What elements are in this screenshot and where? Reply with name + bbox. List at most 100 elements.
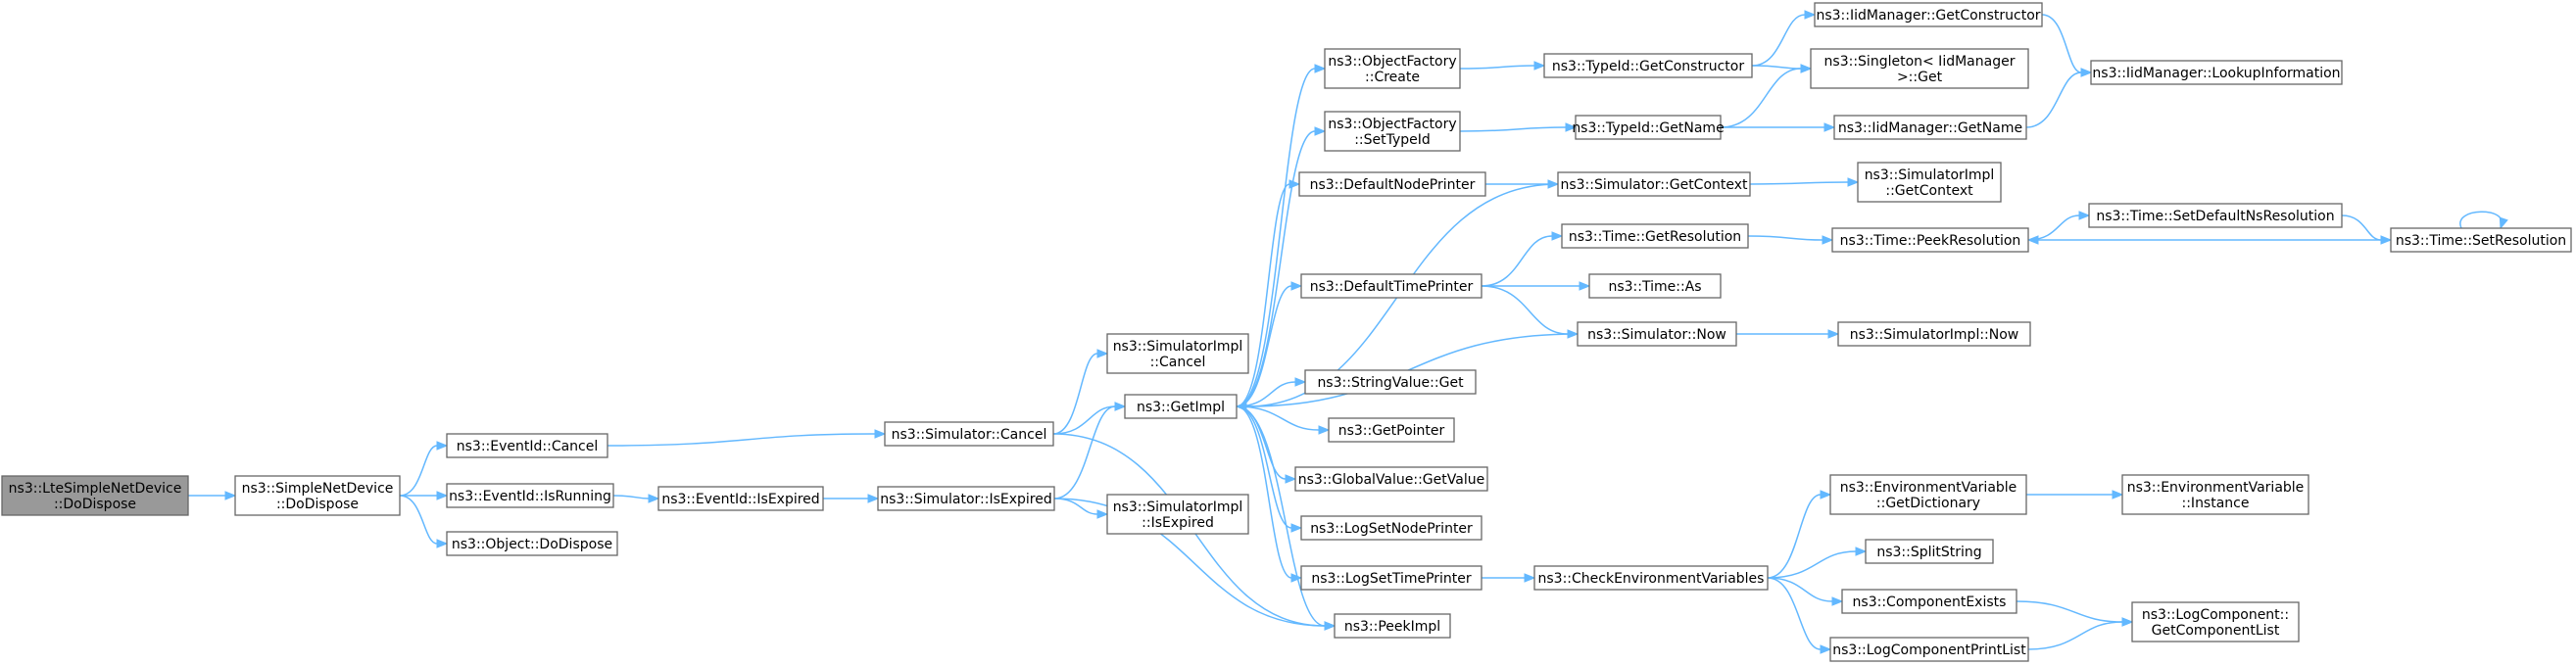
node-globalvalue-getvalue[interactable]: ns3::GlobalValue::GetValue	[1294, 466, 1488, 492]
node-label: ns3::Time::SetDefaultNsResolution	[2096, 209, 2334, 224]
node-object-dodispose[interactable]: ns3::Object::DoDispose	[446, 531, 618, 556]
node-iidmgr-getconstructor[interactable]: ns3::IidManager::GetConstructor	[1814, 2, 2043, 27]
edge-checkenvvars-to-logcomponentprintlist	[1767, 577, 1832, 654]
node-label: ns3::Time::GetResolution	[1569, 229, 1741, 245]
edge-defaulttimeprinter-to-sim-now	[1481, 285, 1580, 339]
edge-time-peekresolution-to-time-setdefaultnsres	[2027, 211, 2091, 241]
node-box	[2121, 474, 2309, 515]
node-box	[1334, 613, 1451, 639]
node-label: ::GetDictionary	[1876, 496, 1980, 511]
node-label: ::Cancel	[1150, 355, 1206, 370]
node-iidmgr-lookupinfo[interactable]: ns3::IidManager::LookupInformation	[2090, 60, 2343, 85]
node-sim-now[interactable]: ns3::Simulator::Now	[1577, 321, 1737, 347]
edge-checkenvvars-to-componentexists	[1767, 577, 1844, 606]
node-splitstring[interactable]: ns3::SplitString	[1865, 539, 1994, 564]
node-time-setdefaultnsres[interactable]: ns3::Time::SetDefaultNsResolution	[2088, 203, 2343, 228]
edge-checkenvvars-to-splitstring	[1767, 547, 1868, 579]
node-box	[2390, 227, 2572, 253]
node-box	[1829, 637, 2029, 662]
node-objfactory-settypeid[interactable]: ns3::ObjectFactory::SetTypeId	[1324, 111, 1461, 152]
node-box	[1857, 162, 2002, 203]
node-label: ns3::GetPointer	[1338, 423, 1445, 439]
edge-sim-cancel-to-simimpl-cancel	[1052, 349, 1109, 435]
node-label: ns3::TypeId::GetConstructor	[1552, 59, 1744, 74]
node-label: ns3::Singleton< IidManager	[1824, 54, 2016, 70]
edge-typeid-getconstructor-to-iidmgr-getconstructor	[1751, 10, 1817, 67]
node-label: ns3::IidManager::GetConstructor	[1816, 8, 2040, 24]
node-envvar-getdictionary[interactable]: ns3::EnvironmentVariable::GetDictionary	[1829, 474, 2027, 515]
node-label: ns3::SimulatorImpl	[1113, 500, 1243, 515]
node-label: ns3::EnvironmentVariable	[1840, 480, 2017, 496]
node-simimpl-getcontext[interactable]: ns3::SimulatorImpl::GetContext	[1857, 162, 2002, 203]
node-peekimpl[interactable]: ns3::PeekImpl	[1334, 613, 1451, 639]
node-label: ns3::Simulator::IsExpired	[880, 492, 1052, 507]
node-label: ns3::LogComponent::	[2142, 607, 2289, 623]
edge-defaulttimeprinter-to-time-as	[1482, 281, 1591, 291]
edge-typeid-getname-to-iidmgr-getname	[1721, 122, 1836, 132]
edge-objfactory-create-to-typeid-getconstructor	[1459, 61, 1546, 71]
node-box	[1328, 417, 1455, 443]
node-box	[1294, 466, 1488, 492]
node-eventid-isrunning[interactable]: ns3::EventId::IsRunning	[446, 483, 614, 508]
node-label: ns3::GlobalValue::GetValue	[1298, 472, 1484, 488]
node-simimpl-now[interactable]: ns3::SimulatorImpl::Now	[1837, 321, 2031, 347]
node-eventid-isexpired[interactable]: ns3::EventId::IsExpired	[657, 486, 824, 511]
edge-lte-dodispose-to-simple-dodispose	[188, 491, 237, 500]
node-time-setresolution[interactable]: ns3::Time::SetResolution	[2390, 227, 2572, 253]
edge-getimpl-to-defaulttimeprinter	[1236, 281, 1303, 407]
node-getpointer[interactable]: ns3::GetPointer	[1328, 417, 1455, 443]
node-label: ns3::ObjectFactory	[1328, 117, 1456, 132]
node-eventid-cancel[interactable]: ns3::EventId::Cancel	[446, 433, 608, 458]
node-box	[1, 475, 189, 516]
node-label: ns3::Object::DoDispose	[452, 537, 612, 552]
node-time-peekresolution[interactable]: ns3::Time::PeekResolution	[1831, 227, 2029, 253]
node-simple-dodispose[interactable]: ns3::SimpleNetDevice::DoDispose	[234, 475, 401, 516]
edge-simple-dodispose-to-eventid-isrunning	[400, 491, 449, 500]
node-logcomponentprintlist[interactable]: ns3::LogComponentPrintList	[1829, 637, 2029, 662]
node-label: ns3::Time::SetResolution	[2396, 233, 2566, 249]
node-label: ns3::PeekImpl	[1344, 619, 1440, 635]
node-singleton-get[interactable]: ns3::Singleton< IidManager>::Get	[1810, 48, 2029, 89]
edge-typeid-getname-to-singleton-get	[1720, 64, 1813, 128]
node-lte-dodispose[interactable]: ns3::LteSimpleNetDevice::DoDispose	[1, 475, 189, 516]
node-checkenvvars[interactable]: ns3::CheckEnvironmentVariables	[1533, 565, 1769, 591]
node-getimpl[interactable]: ns3::GetImpl	[1124, 394, 1238, 419]
node-stringvalue-get[interactable]: ns3::StringValue::Get	[1304, 369, 1477, 395]
node-typeid-getname[interactable]: ns3::TypeId::GetName	[1572, 115, 1725, 140]
node-box	[1324, 48, 1461, 89]
node-label: ::IsExpired	[1142, 515, 1214, 531]
node-defaulttimeprinter[interactable]: ns3::DefaultTimePrinter	[1300, 273, 1482, 299]
edge-simple-dodispose-to-object-dodispose	[399, 495, 449, 548]
node-defaultnodeprinter[interactable]: ns3::DefaultNodePrinter	[1298, 171, 1486, 197]
node-box	[1124, 394, 1238, 419]
node-componentexists[interactable]: ns3::ComponentExists	[1841, 589, 2017, 614]
node-time-getresolution[interactable]: ns3::Time::GetResolution	[1561, 223, 1749, 249]
node-iidmgr-getname[interactable]: ns3::IidManager::GetName	[1833, 115, 2027, 140]
node-label: ns3::ObjectFactory	[1328, 54, 1456, 70]
node-label: >::Get	[1897, 70, 1943, 85]
node-envvar-instance[interactable]: ns3::EnvironmentVariable::Instance	[2121, 474, 2309, 515]
node-sim-isexpired[interactable]: ns3::Simulator::IsExpired	[877, 486, 1055, 511]
node-label: ns3::SimpleNetDevice	[242, 481, 394, 497]
node-time-as[interactable]: ns3::Time::As	[1588, 273, 1722, 299]
node-label: ns3::LogSetTimePrinter	[1311, 571, 1472, 587]
node-simimpl-cancel[interactable]: ns3::SimulatorImpl::Cancel	[1106, 333, 1249, 374]
node-logsettimeprinter[interactable]: ns3::LogSetTimePrinter	[1300, 565, 1482, 591]
node-box	[446, 433, 608, 458]
node-box	[2090, 60, 2343, 85]
node-simimpl-isexpired[interactable]: ns3::SimulatorImpl::IsExpired	[1106, 494, 1249, 535]
edge-getimpl-to-getpointer	[1236, 405, 1331, 435]
node-logsetnodeprinter[interactable]: ns3::LogSetNodePrinter	[1300, 515, 1482, 541]
node-sim-getcontext[interactable]: ns3::Simulator::GetContext	[1557, 171, 1751, 197]
edge-logcomponentprintlist-to-logcomponent-getlist	[2027, 617, 2134, 650]
node-box	[1575, 115, 1722, 140]
node-label: ns3::EventId::IsExpired	[661, 492, 819, 507]
node-label: ns3::IidManager::GetName	[1838, 120, 2022, 136]
node-sim-cancel[interactable]: ns3::Simulator::Cancel	[884, 421, 1054, 447]
node-objfactory-create[interactable]: ns3::ObjectFactory::Create	[1324, 48, 1461, 89]
node-label: ns3::StringValue::Get	[1317, 375, 1464, 391]
node-logcomponent-getlist[interactable]: ns3::LogComponent::GetComponentList	[2131, 601, 2300, 642]
node-typeid-getconstructor[interactable]: ns3::TypeId::GetConstructor	[1543, 53, 1753, 78]
node-box	[1577, 321, 1737, 347]
